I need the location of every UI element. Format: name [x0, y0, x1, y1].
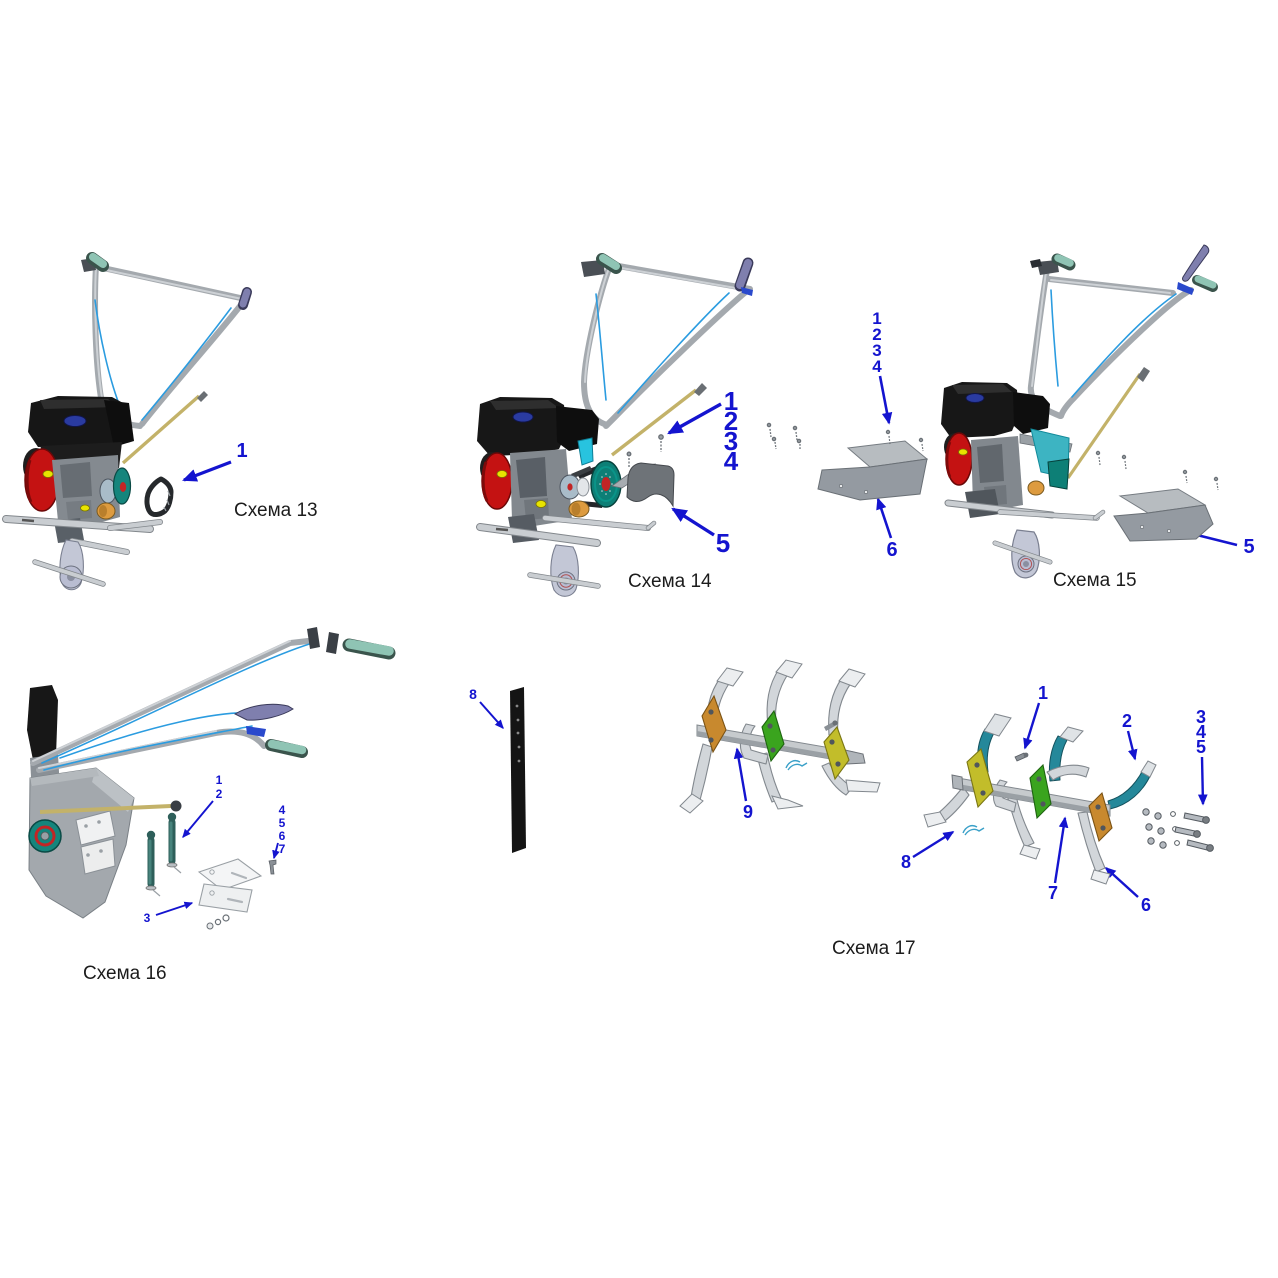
- svg-text:5: 5: [279, 816, 286, 830]
- svg-text:7: 7: [1048, 883, 1058, 903]
- svg-text:4: 4: [279, 803, 286, 817]
- svg-text:6: 6: [886, 539, 897, 561]
- svg-text:6: 6: [279, 829, 286, 843]
- svg-text:2: 2: [216, 787, 223, 801]
- svg-text:3: 3: [1196, 707, 1206, 727]
- svg-text:3: 3: [872, 341, 881, 360]
- svg-text:1: 1: [872, 309, 881, 328]
- svg-text:9: 9: [743, 802, 753, 822]
- svg-text:Схема 14: Схема 14: [628, 571, 712, 592]
- svg-text:1: 1: [1038, 683, 1048, 703]
- svg-text:1: 1: [724, 386, 738, 416]
- svg-text:5: 5: [716, 528, 730, 558]
- svg-text:4: 4: [872, 357, 882, 376]
- svg-text:2: 2: [724, 406, 738, 436]
- svg-text:1: 1: [216, 773, 223, 787]
- svg-text:8: 8: [469, 686, 477, 702]
- svg-text:5: 5: [1243, 536, 1254, 558]
- svg-text:3: 3: [724, 426, 738, 456]
- svg-text:4: 4: [1196, 722, 1206, 742]
- svg-text:1: 1: [236, 440, 247, 462]
- svg-text:8: 8: [901, 852, 911, 872]
- svg-text:5: 5: [1196, 737, 1206, 757]
- svg-text:4: 4: [724, 446, 739, 476]
- svg-text:3: 3: [144, 911, 151, 925]
- svg-text:Схема 16: Схема 16: [83, 963, 167, 984]
- svg-text:Схема 13: Схема 13: [234, 500, 318, 521]
- svg-text:6: 6: [1141, 895, 1151, 915]
- svg-text:Схема 15: Схема 15: [1053, 570, 1137, 591]
- svg-text:Схема 17: Схема 17: [832, 938, 916, 959]
- svg-text:2: 2: [1122, 711, 1132, 731]
- svg-text:2: 2: [872, 325, 881, 344]
- svg-text:7: 7: [279, 842, 286, 856]
